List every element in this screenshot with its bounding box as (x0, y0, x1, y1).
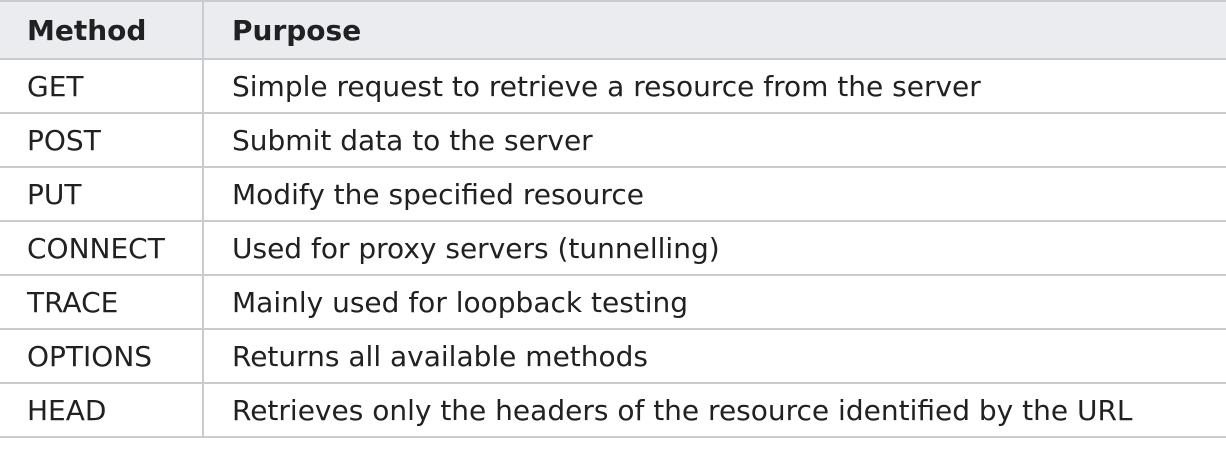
method-cell: TRACE (0, 274, 204, 330)
column-header-purpose: Purpose (202, 0, 1226, 60)
purpose-cell: Used for proxy servers (tunnelling) (202, 220, 1226, 276)
method-cell: HEAD (0, 382, 204, 438)
purpose-cell: Submit data to the server (202, 112, 1226, 168)
purpose-cell: Returns all available methods (202, 328, 1226, 384)
purpose-cell: Modify the specified resource (202, 166, 1226, 222)
table-row: CONNECT Used for proxy servers (tunnelli… (0, 220, 1226, 276)
http-methods-table: Method Purpose GET Simple request to ret… (0, 0, 1226, 438)
table-header-row: Method Purpose (0, 0, 1226, 60)
table-row: GET Simple request to retrieve a resourc… (0, 58, 1226, 114)
method-cell: OPTIONS (0, 328, 204, 384)
table-row: OPTIONS Returns all available methods (0, 328, 1226, 384)
column-header-method: Method (0, 0, 204, 60)
purpose-cell: Retrieves only the headers of the resour… (202, 382, 1226, 438)
table-row: HEAD Retrieves only the headers of the r… (0, 382, 1226, 438)
method-cell: POST (0, 112, 204, 168)
method-cell: GET (0, 58, 204, 114)
table-row: PUT Modify the specified resource (0, 166, 1226, 222)
table-row: POST Submit data to the server (0, 112, 1226, 168)
method-cell: PUT (0, 166, 204, 222)
method-cell: CONNECT (0, 220, 204, 276)
table-row: TRACE Mainly used for loopback testing (0, 274, 1226, 330)
purpose-cell: Simple request to retrieve a resource fr… (202, 58, 1226, 114)
purpose-cell: Mainly used for loopback testing (202, 274, 1226, 330)
